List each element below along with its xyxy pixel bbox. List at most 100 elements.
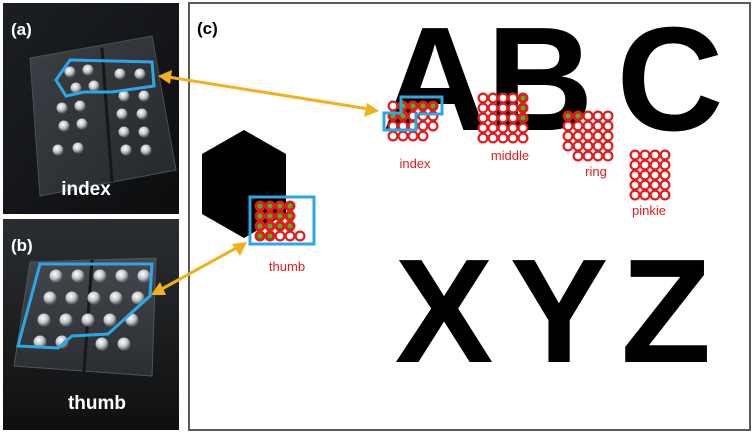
taxel bbox=[417, 130, 429, 142]
taxel bbox=[572, 140, 584, 152]
sensor-bump bbox=[115, 269, 129, 283]
taxel bbox=[659, 159, 671, 171]
ring-taxels bbox=[562, 110, 614, 162]
sensor-bump bbox=[93, 269, 107, 283]
taxel bbox=[497, 122, 509, 134]
taxel bbox=[477, 132, 489, 144]
taxel bbox=[487, 132, 499, 144]
taxel-contact bbox=[520, 95, 526, 101]
sensor-bump bbox=[72, 142, 84, 154]
taxel-contact bbox=[565, 113, 571, 119]
taxel bbox=[562, 140, 574, 152]
taxel bbox=[659, 189, 671, 201]
taxel bbox=[517, 132, 529, 144]
taxel bbox=[602, 150, 614, 162]
sensor-bump bbox=[138, 90, 150, 102]
taxel-contact bbox=[257, 213, 263, 219]
thumb-outline-photo bbox=[16, 262, 154, 350]
taxel-contact bbox=[277, 213, 283, 219]
sensor-bump bbox=[49, 269, 63, 283]
panel-a-photo: (a) index bbox=[3, 3, 179, 214]
taxel bbox=[639, 159, 651, 171]
taxel bbox=[507, 92, 519, 104]
taxel bbox=[582, 110, 594, 122]
taxel bbox=[572, 120, 584, 132]
taxel bbox=[417, 120, 429, 132]
taxel bbox=[497, 92, 509, 104]
taxel bbox=[387, 100, 399, 112]
taxel-contact bbox=[267, 223, 273, 229]
taxel-contact bbox=[267, 213, 273, 219]
sensor-bump bbox=[114, 68, 126, 80]
sensor-bump bbox=[70, 82, 82, 94]
sensor-bump bbox=[117, 337, 131, 351]
taxel bbox=[477, 102, 489, 114]
index-correspondence-arrow bbox=[158, 70, 379, 117]
taxel-contact bbox=[520, 115, 526, 121]
taxel bbox=[649, 159, 661, 171]
taxel bbox=[477, 122, 489, 134]
taxel bbox=[659, 169, 671, 181]
taxel bbox=[592, 110, 604, 122]
taxel bbox=[562, 130, 574, 142]
sensor-bump bbox=[59, 313, 73, 327]
taxel bbox=[507, 112, 519, 124]
middle-taxels bbox=[477, 92, 529, 144]
taxel-contact bbox=[267, 203, 273, 209]
sensor-bump bbox=[88, 80, 100, 92]
taxel-contact bbox=[287, 203, 293, 209]
taxel-contact bbox=[430, 103, 436, 109]
taxel-contact bbox=[390, 113, 396, 119]
sensor-bump bbox=[118, 90, 130, 102]
taxel-contact bbox=[277, 203, 283, 209]
taxel bbox=[639, 189, 651, 201]
panel-b-caption: thumb bbox=[68, 393, 126, 414]
sensor-bump bbox=[74, 100, 86, 112]
sensor-bump bbox=[95, 337, 109, 351]
panel-c-label: (c) bbox=[197, 19, 218, 38]
taxel bbox=[639, 149, 651, 161]
sensor-bump bbox=[87, 291, 101, 305]
taxel bbox=[649, 189, 661, 201]
taxel bbox=[294, 230, 306, 242]
sensor-bump bbox=[43, 291, 57, 305]
thumb-taxels bbox=[254, 200, 306, 242]
taxel-contact bbox=[400, 113, 406, 119]
taxel bbox=[387, 130, 399, 142]
index-outline-photo bbox=[54, 58, 156, 98]
sensor-bump bbox=[120, 144, 132, 156]
taxel bbox=[649, 179, 661, 191]
taxel bbox=[497, 132, 509, 144]
sensor-bump bbox=[140, 144, 152, 156]
taxel bbox=[602, 140, 614, 152]
sensor-bump bbox=[109, 291, 123, 305]
taxel bbox=[487, 102, 499, 114]
taxel bbox=[497, 112, 509, 124]
sensor-bump bbox=[118, 126, 130, 138]
taxel bbox=[284, 230, 296, 242]
taxel bbox=[592, 120, 604, 132]
panel-a-label: (a) bbox=[11, 20, 32, 39]
sensor-bump bbox=[81, 313, 95, 327]
taxel bbox=[582, 120, 594, 132]
letter-c: C bbox=[617, 0, 724, 162]
sensor-bump bbox=[82, 64, 94, 76]
taxel bbox=[517, 122, 529, 134]
taxel bbox=[477, 112, 489, 124]
taxel-contact bbox=[257, 233, 263, 239]
sensor-bump bbox=[52, 144, 64, 156]
sensor-bump bbox=[55, 335, 69, 349]
taxel bbox=[487, 92, 499, 104]
finger-label-thumb: thumb bbox=[269, 259, 305, 274]
finger-label-pinkie: pinkie bbox=[632, 203, 666, 218]
taxel bbox=[629, 169, 641, 181]
taxel bbox=[629, 189, 641, 201]
taxel bbox=[659, 179, 671, 191]
pinkie-taxels bbox=[629, 149, 671, 201]
taxel bbox=[397, 130, 409, 142]
taxel bbox=[629, 179, 641, 191]
taxel bbox=[407, 130, 419, 142]
sensor-bump bbox=[65, 291, 79, 305]
taxel bbox=[487, 112, 499, 124]
taxel-contact bbox=[267, 233, 273, 239]
